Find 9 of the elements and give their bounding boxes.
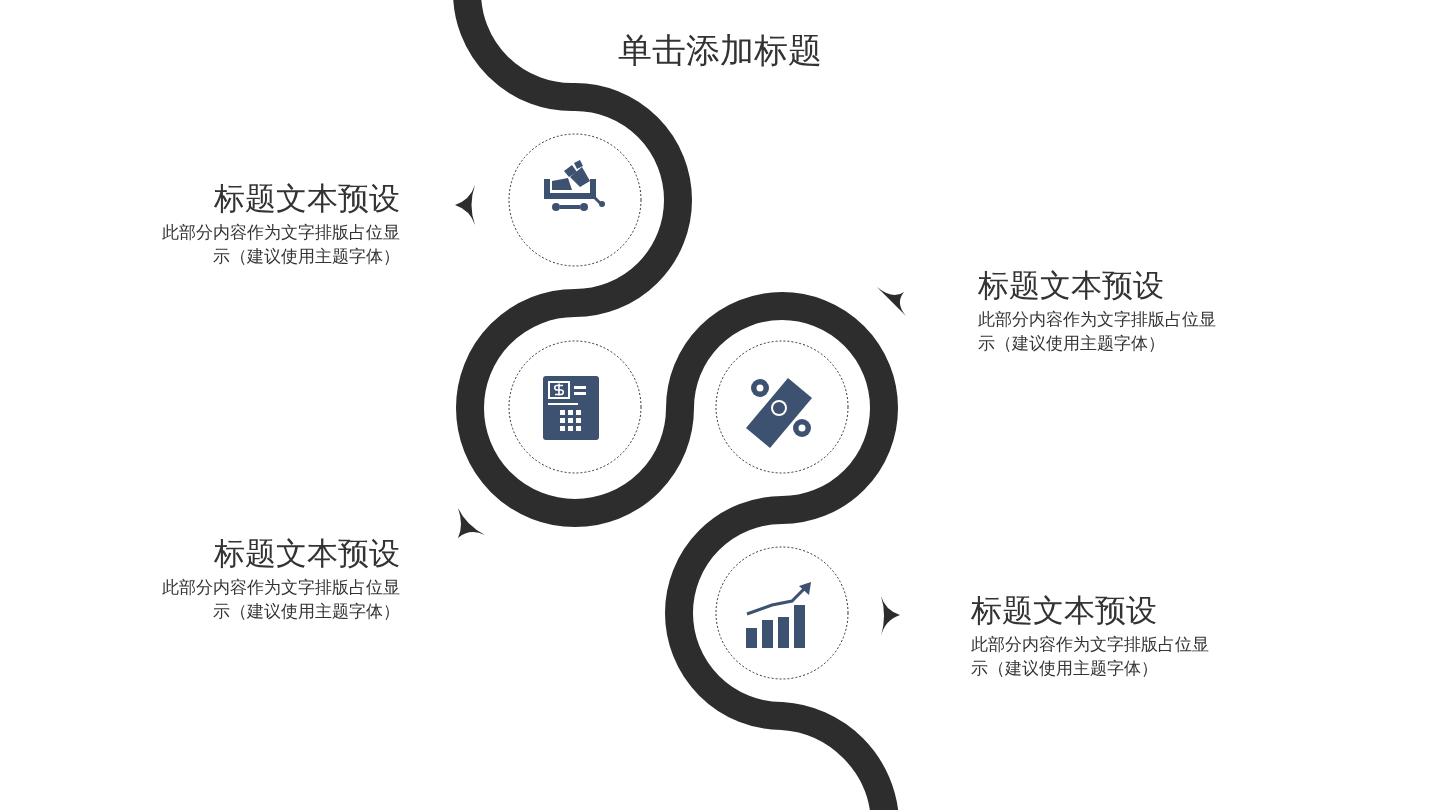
item-heading: 标题文本预设 bbox=[213, 534, 400, 573]
item-heading: 标题文本预设 bbox=[971, 591, 1158, 630]
item-heading: 标题文本预设 bbox=[213, 179, 400, 218]
item-heading: 标题文本预设 bbox=[978, 266, 1165, 305]
item-description: 此部分内容作为文字排版占位显示（建议使用主题字体） bbox=[978, 308, 1217, 355]
item-description: 此部分内容作为文字排版占位显示（建议使用主题字体） bbox=[161, 221, 400, 268]
item-description: 此部分内容作为文字排版占位显示（建议使用主题字体） bbox=[161, 576, 400, 623]
item-description: 此部分内容作为文字排版占位显示（建议使用主题字体） bbox=[971, 633, 1210, 680]
slide-title: 单击添加标题 bbox=[617, 29, 823, 72]
